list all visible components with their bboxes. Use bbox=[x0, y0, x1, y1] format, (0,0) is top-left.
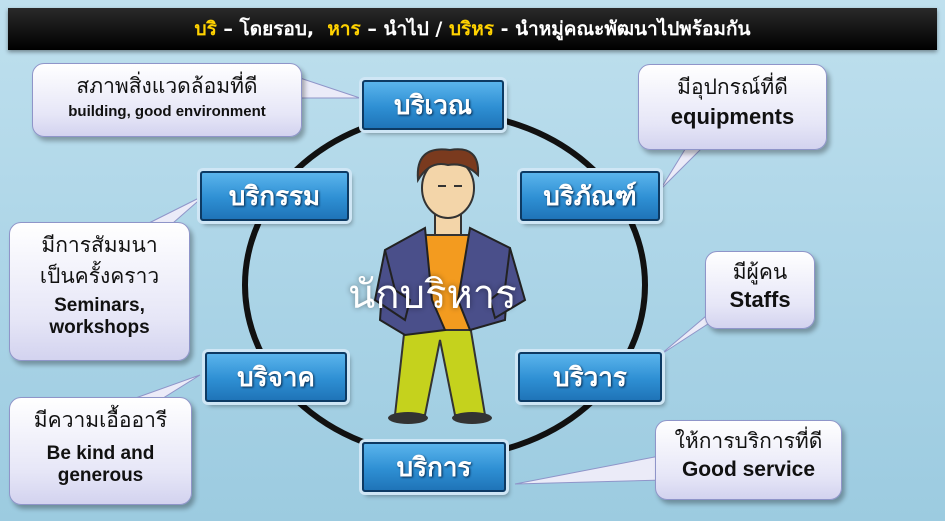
node-borijak: บริจาค bbox=[205, 352, 347, 402]
callout-kind-english-2: generous bbox=[57, 465, 144, 487]
callout-environment-thai: สภาพสิ่งแวดล้อมที่ดี bbox=[76, 74, 258, 98]
callout-service: ให้การบริการที่ดี Good service bbox=[655, 420, 842, 500]
callout-seminars-english-2: workshops bbox=[49, 317, 150, 339]
callout-equipments-english: equipments bbox=[670, 104, 795, 130]
callout-kind: มีความเอื้ออารี Be kind and generous bbox=[9, 397, 192, 505]
banner-word-bori: บริ bbox=[194, 18, 217, 40]
callout-kind-english-1: Be kind and bbox=[46, 443, 155, 465]
banner-dash: – bbox=[216, 18, 240, 40]
center-label-manager: นักบริหาร bbox=[348, 272, 517, 318]
callout-tail-service bbox=[514, 454, 666, 485]
callout-seminars: มีการสัมมนา เป็นครั้งคราว Seminars, work… bbox=[9, 222, 190, 361]
banner-meaning-team: - นำหมู่คณะพัฒนาไปพร้อมกัน bbox=[493, 18, 751, 40]
callout-seminars-thai-1: มีการสัมมนา bbox=[41, 233, 158, 257]
banner-word-harn: หาร bbox=[327, 18, 361, 40]
callout-environment: สภาพสิ่งแวดล้อมที่ดี building, good envi… bbox=[32, 63, 302, 137]
callout-equipments-thai: มีอุปกรณ์ที่ดี bbox=[677, 75, 788, 99]
node-borikam: บริกรรม bbox=[200, 171, 349, 221]
callout-staffs-english: Staffs bbox=[729, 287, 791, 313]
callout-staffs-thai: มีผู้คน bbox=[732, 260, 788, 284]
callout-tail-environment bbox=[299, 77, 361, 99]
node-boriphan: บริภัณฑ์ bbox=[520, 171, 660, 221]
callout-equipments: มีอุปกรณ์ที่ดี equipments bbox=[638, 64, 827, 150]
callout-service-thai: ให้การบริการที่ดี bbox=[674, 429, 823, 453]
manager-figure-icon bbox=[373, 148, 527, 424]
banner-word-borihorn: บริหร bbox=[448, 18, 494, 40]
node-boriwen: บริเวณ bbox=[362, 80, 504, 130]
callout-service-english: Good service bbox=[681, 458, 816, 482]
callout-seminars-thai-2: เป็นครั้งคราว bbox=[39, 264, 160, 289]
banner-meaning-lead: นำไป / bbox=[383, 18, 449, 40]
callout-environment-english: building, good environment bbox=[68, 103, 266, 121]
callout-staffs: มีผู้คน Staffs bbox=[705, 251, 815, 329]
callout-kind-thai: มีความเอื้ออารี bbox=[33, 408, 168, 432]
banner-meaning-around: โดยรอบ, bbox=[239, 18, 315, 40]
callout-seminars-english-1: Seminars, bbox=[54, 295, 145, 317]
title-banner: บริ – โดยรอบ, หาร – นำไป / บริหร - นำหมู… bbox=[8, 8, 937, 50]
banner-dash: – bbox=[360, 18, 384, 40]
node-borikarn: บริการ bbox=[362, 442, 506, 492]
node-boriwaan: บริวาร bbox=[518, 352, 662, 402]
